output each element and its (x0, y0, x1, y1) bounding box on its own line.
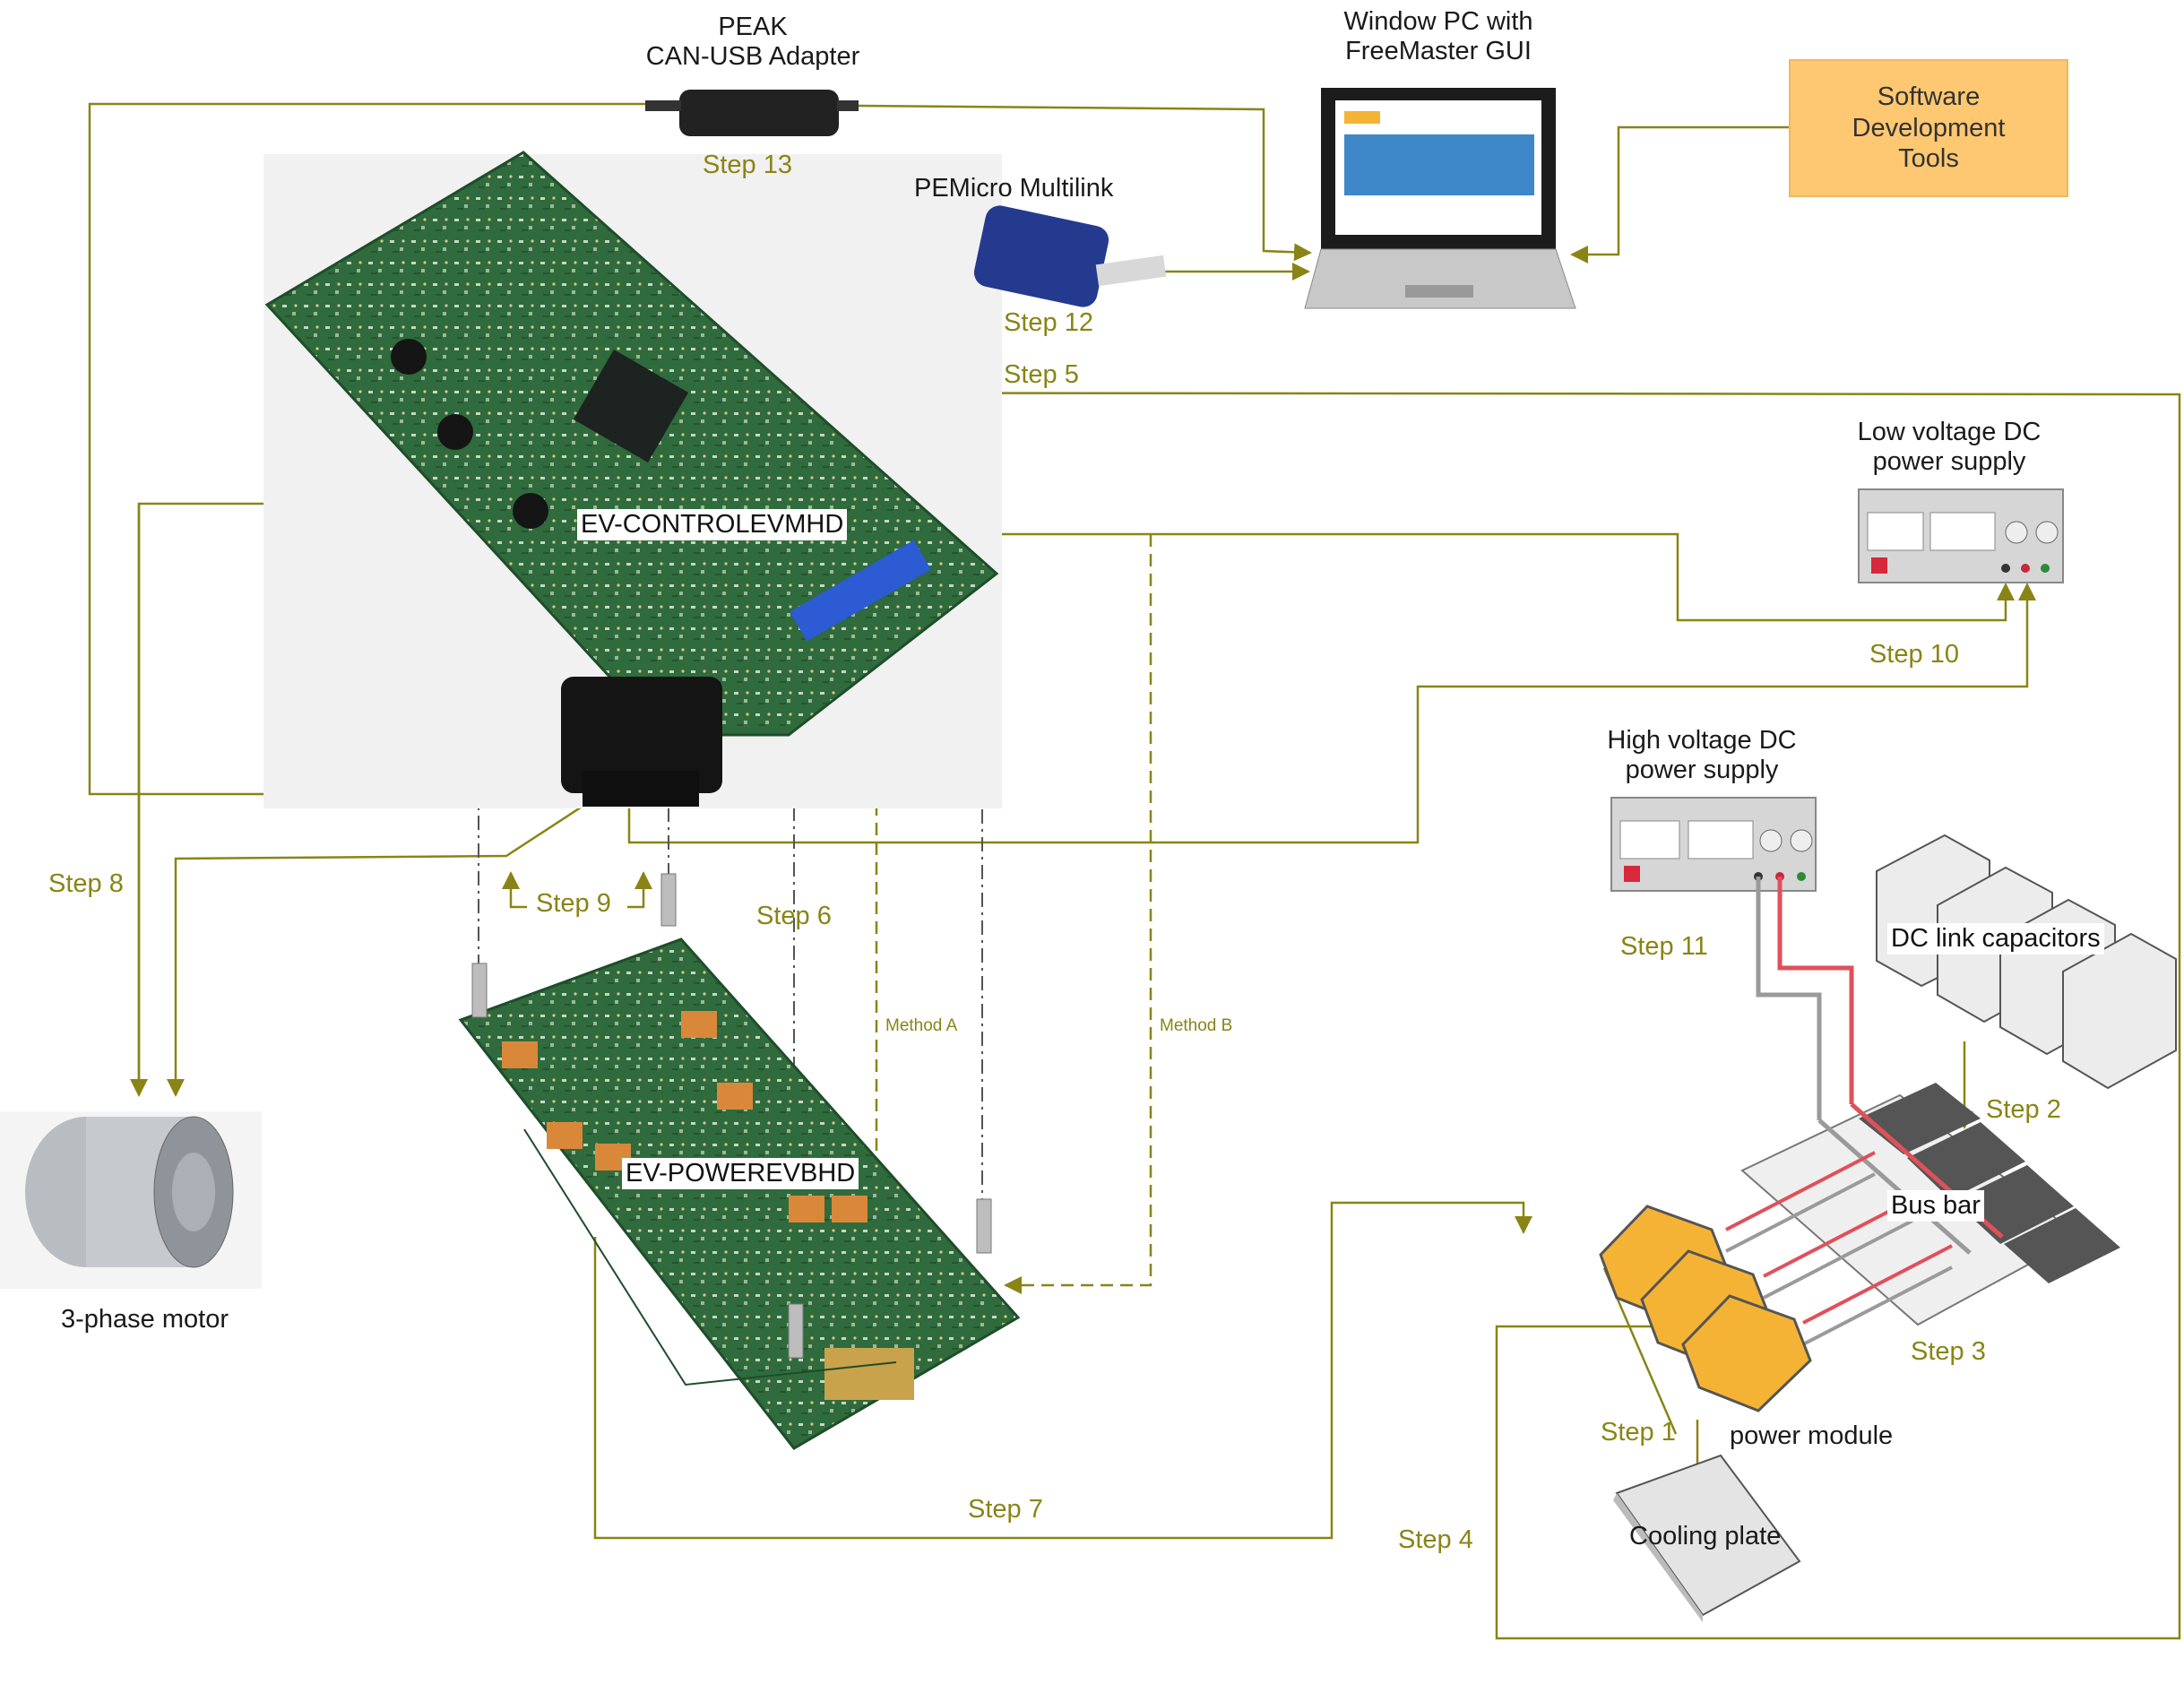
software-tools-label: Software Development Tools (1852, 82, 2006, 174)
cooling-plate-icon (1613, 1454, 1801, 1622)
step-5-label: Step 5 (1004, 360, 1079, 389)
step-10-label: Step 10 (1869, 640, 1959, 669)
hv-cables (1756, 877, 1854, 1120)
power-module-icon (1599, 1205, 1812, 1412)
motor-icon (0, 1111, 262, 1289)
step-12-label: Step 12 (1004, 308, 1093, 337)
usb-adapter-icon (645, 90, 859, 136)
dc-caps-label: DC link capacitors (1887, 923, 2104, 955)
step-7-label: Step 7 (968, 1495, 1043, 1524)
step-9-label: Step 9 (536, 889, 611, 918)
lv-supply-label: Low voltage DC power supply (1857, 418, 2042, 477)
step-2-label: Step 2 (1986, 1095, 2061, 1124)
line-control-to-lv-2 (627, 583, 2036, 844)
step-6-label: Step 6 (756, 902, 832, 930)
motor-label: 3-phase motor (61, 1305, 229, 1334)
method-b-label: Method B (1160, 1016, 1233, 1035)
debugger-icon (973, 205, 1167, 307)
line-step9-right (627, 871, 652, 909)
bus-bar-label: Bus bar (1887, 1190, 1984, 1222)
peak-adapter-label: PEAK CAN-USB Adapter (645, 13, 860, 72)
capacitor-icon (1876, 834, 2177, 1090)
pemicro-label: PEMicro Multilink (914, 174, 1114, 203)
power-board-label: EV-POWEREVBHD (622, 1158, 859, 1190)
pcb-board-icon (458, 937, 1021, 1450)
step-8-label: Step 8 (48, 869, 124, 898)
laptop-icon (1304, 88, 1576, 309)
control-board (263, 151, 1002, 808)
control-board-label: EV-CONTROLEVMHD (577, 509, 848, 541)
window-pc-label: Window PC with FreeMaster GUI (1343, 7, 1533, 66)
step-13-label: Step 13 (703, 151, 792, 179)
line-peak-to-pc (858, 104, 1312, 262)
line-sw-to-pc (1570, 125, 1789, 263)
line-method-b (1004, 534, 1152, 1294)
software-tools-box: Software Development Tools (1789, 59, 2068, 197)
step-4-label: Step 4 (1398, 1525, 1473, 1554)
line-step7 (593, 1201, 1532, 1540)
step-1-label: Step 1 (1601, 1418, 1676, 1447)
line-step9-left (502, 871, 527, 909)
method-a-label: Method A (885, 1016, 958, 1035)
power-board (458, 873, 1021, 1450)
hv-supply-label: High voltage DC power supply (1607, 726, 1797, 785)
cooling-plate-label: Cooling plate (1629, 1522, 1782, 1550)
step-3-label: Step 3 (1911, 1337, 1986, 1366)
power-module-label: power module (1730, 1421, 1894, 1450)
connector-lines (88, 102, 2181, 1640)
method-lines (868, 534, 1152, 1326)
line-control-to-motor-2 (167, 787, 610, 1097)
power-supply-icon (1858, 488, 2064, 583)
line-control-to-lv-1 (959, 532, 2015, 622)
step-11-label: Step 11 (1620, 932, 1708, 961)
power-supply-icon (1610, 797, 1817, 892)
